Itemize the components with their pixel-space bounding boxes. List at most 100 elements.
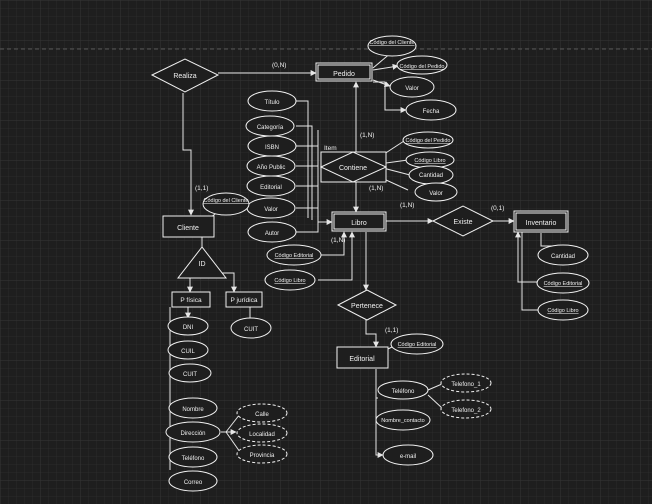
attr-telefono-1[interactable]: Telefono_1: [440, 373, 492, 393]
attr-nombre-contacto-label: Nombre_contacto: [381, 418, 424, 424]
attr-libro-categoria[interactable]: Categoría: [245, 115, 295, 137]
attr-libro-codigo-libro-label: Código Libro: [274, 278, 305, 284]
edge-telefono-2: [427, 394, 443, 409]
attr-libro-titulo-label: Título: [264, 100, 280, 106]
attr-localidad-label: Localidad: [249, 432, 275, 438]
attr-cliente-telefono[interactable]: Teléfono: [168, 446, 218, 468]
attr-dni[interactable]: DNI: [167, 316, 209, 336]
attr-libro-titulo[interactable]: Título: [247, 90, 297, 112]
relationship-realiza[interactable]: Realiza: [150, 58, 220, 93]
entity-libro-label: Libro: [351, 220, 367, 227]
attr-telefono-1-label: Telefono_1: [451, 382, 481, 388]
entity-pedido[interactable]: Pedido: [315, 62, 373, 82]
attr-provincia[interactable]: Provincia: [236, 444, 288, 464]
attr-pedido-valor[interactable]: Valor: [389, 76, 435, 98]
edge-direccion-calle: [225, 413, 241, 433]
attr-libro-anio[interactable]: Año Public: [246, 155, 296, 177]
attr-nombre[interactable]: Nombre: [168, 397, 218, 419]
attr-pedido-valor-label: Valor: [405, 86, 419, 92]
attr-correo-label: Correo: [184, 480, 203, 486]
edge-pedido-valor: [372, 79, 391, 88]
edge-libro-codlibro: [318, 231, 355, 281]
edge-pedido-fecha: [373, 81, 407, 113]
edge-libro-codeditorial: [320, 231, 347, 256]
card-existe-inventario: (0,1): [491, 205, 504, 212]
attr-cuit-juridica[interactable]: CUIT: [230, 317, 272, 339]
attr-contiene-codigo-libro[interactable]: Código Libro: [405, 151, 455, 169]
relationship-contiene[interactable]: Contiene Item: [319, 145, 388, 183]
attr-cuit-fisica-label: CUIT: [183, 372, 197, 378]
attr-editorial-codigo[interactable]: Código Editorial: [390, 333, 444, 355]
attr-libro-editorial[interactable]: Editorial: [246, 175, 296, 197]
relationship-realiza-label: Realiza: [173, 73, 196, 80]
attr-nombre-contacto[interactable]: Nombre_contacto: [375, 409, 431, 431]
edge-pertenece-editorial: [365, 320, 379, 348]
attr-inv-codigo-editorial[interactable]: Código Editorial: [536, 272, 590, 294]
attr-telefono[interactable]: Teléfono: [377, 380, 429, 400]
entity-inventario-label: Inventario: [526, 220, 557, 227]
entity-inventario[interactable]: Inventario: [513, 210, 569, 233]
attr-contiene-valor[interactable]: Valor: [414, 182, 458, 202]
card-realiza-cliente: (1,1): [195, 185, 208, 192]
attr-provincia-label: Provincia: [250, 453, 275, 459]
relationship-existe-label: Existe: [453, 219, 472, 226]
attr-inv-codigo-libro-label: Código Libro: [547, 308, 578, 314]
attr-dni-label: DNI: [183, 325, 194, 331]
attr-contiene-codigo-pedido[interactable]: Código del Pedido: [402, 131, 454, 149]
attr-telefono-label: Teléfono: [392, 389, 415, 395]
relationship-existe[interactable]: Existe: [431, 205, 495, 237]
attr-libro-codigo-libro[interactable]: Código Libro: [264, 269, 316, 291]
attr-pedido-codigo-pedido[interactable]: Código del Pedido: [396, 55, 448, 75]
card-realiza-pedido: (0,N): [272, 62, 286, 69]
attr-direccion[interactable]: Dirección: [165, 421, 221, 443]
entity-pjuridica[interactable]: P jurídica: [225, 291, 263, 308]
associative-entity-item-label: Item: [324, 145, 337, 152]
attr-email-label: e-mail: [400, 454, 416, 460]
card-contiene-libro: (1,N): [369, 185, 383, 192]
specialization-id-triangle[interactable]: ID: [176, 246, 228, 279]
attr-inv-cantidad[interactable]: Cantidad: [537, 244, 589, 266]
attr-cliente-codigo[interactable]: Código del Cliente: [202, 192, 250, 216]
entity-editorial[interactable]: Editorial: [336, 346, 389, 369]
card-pertenece-editorial: (1,1): [385, 327, 398, 334]
attr-libro-isbn[interactable]: ISBN: [247, 135, 297, 157]
edge-contacto-email: [375, 398, 384, 458]
attr-pedido-fecha[interactable]: Fecha: [405, 99, 457, 121]
attr-libro-codigo-editorial-label: Código Editorial: [275, 253, 314, 259]
edge-telefono-1: [427, 383, 443, 391]
entity-pfisica[interactable]: P física: [171, 291, 211, 308]
attr-correo[interactable]: Correo: [168, 470, 218, 492]
edge-pedido-codpedido: [372, 63, 399, 71]
attr-libro-valor-label: Valor: [264, 207, 278, 213]
attr-libro-valor[interactable]: Valor: [246, 197, 296, 219]
attr-pedido-codigo-cliente-label: Código del Cliente: [370, 40, 415, 46]
attr-pedido-codigo-cliente[interactable]: Código del Cliente: [367, 35, 417, 57]
relationship-pertenece[interactable]: Pertenece: [336, 289, 398, 321]
attr-cliente-codigo-label: Código del Cliente: [204, 198, 249, 204]
attr-editorial-codigo-label: Código Editorial: [398, 342, 437, 348]
attr-telefono-2[interactable]: Telefono_2: [440, 399, 492, 419]
attr-calle-label: Calle: [255, 412, 269, 418]
attr-inv-codigo-libro[interactable]: Código Libro: [537, 299, 589, 321]
attr-pedido-codigo-pedido-label: Código del Pedido: [400, 64, 445, 70]
attr-pedido-fecha-label: Fecha: [423, 109, 440, 115]
attr-contiene-cantidad-label: Cantidad: [419, 173, 443, 179]
edge-inv-codlibro: [521, 232, 538, 311]
attr-localidad[interactable]: Localidad: [236, 423, 288, 443]
attr-libro-categoria-label: Categoría: [257, 125, 284, 131]
card-libro-editorial: (1,N): [331, 237, 345, 244]
attr-calle[interactable]: Calle: [236, 403, 288, 423]
attr-cuit-fisica[interactable]: CUIT: [168, 363, 212, 383]
relationship-pertenece-label: Pertenece: [351, 303, 383, 310]
attr-libro-codigo-editorial[interactable]: Código Editorial: [266, 244, 322, 266]
entity-pfisica-label: P física: [180, 297, 202, 304]
entity-libro[interactable]: Libro: [331, 211, 387, 232]
edge-libro-titulo: [296, 100, 309, 218]
attr-cuil[interactable]: CUIL: [167, 340, 209, 360]
attr-contiene-cantidad[interactable]: Cantidad: [408, 165, 454, 185]
entity-cliente[interactable]: Cliente: [162, 215, 215, 238]
attr-libro-autor[interactable]: Autor: [247, 221, 297, 243]
attr-email[interactable]: e-mail: [382, 444, 434, 466]
attr-libro-autor-label: Autor: [265, 231, 279, 237]
